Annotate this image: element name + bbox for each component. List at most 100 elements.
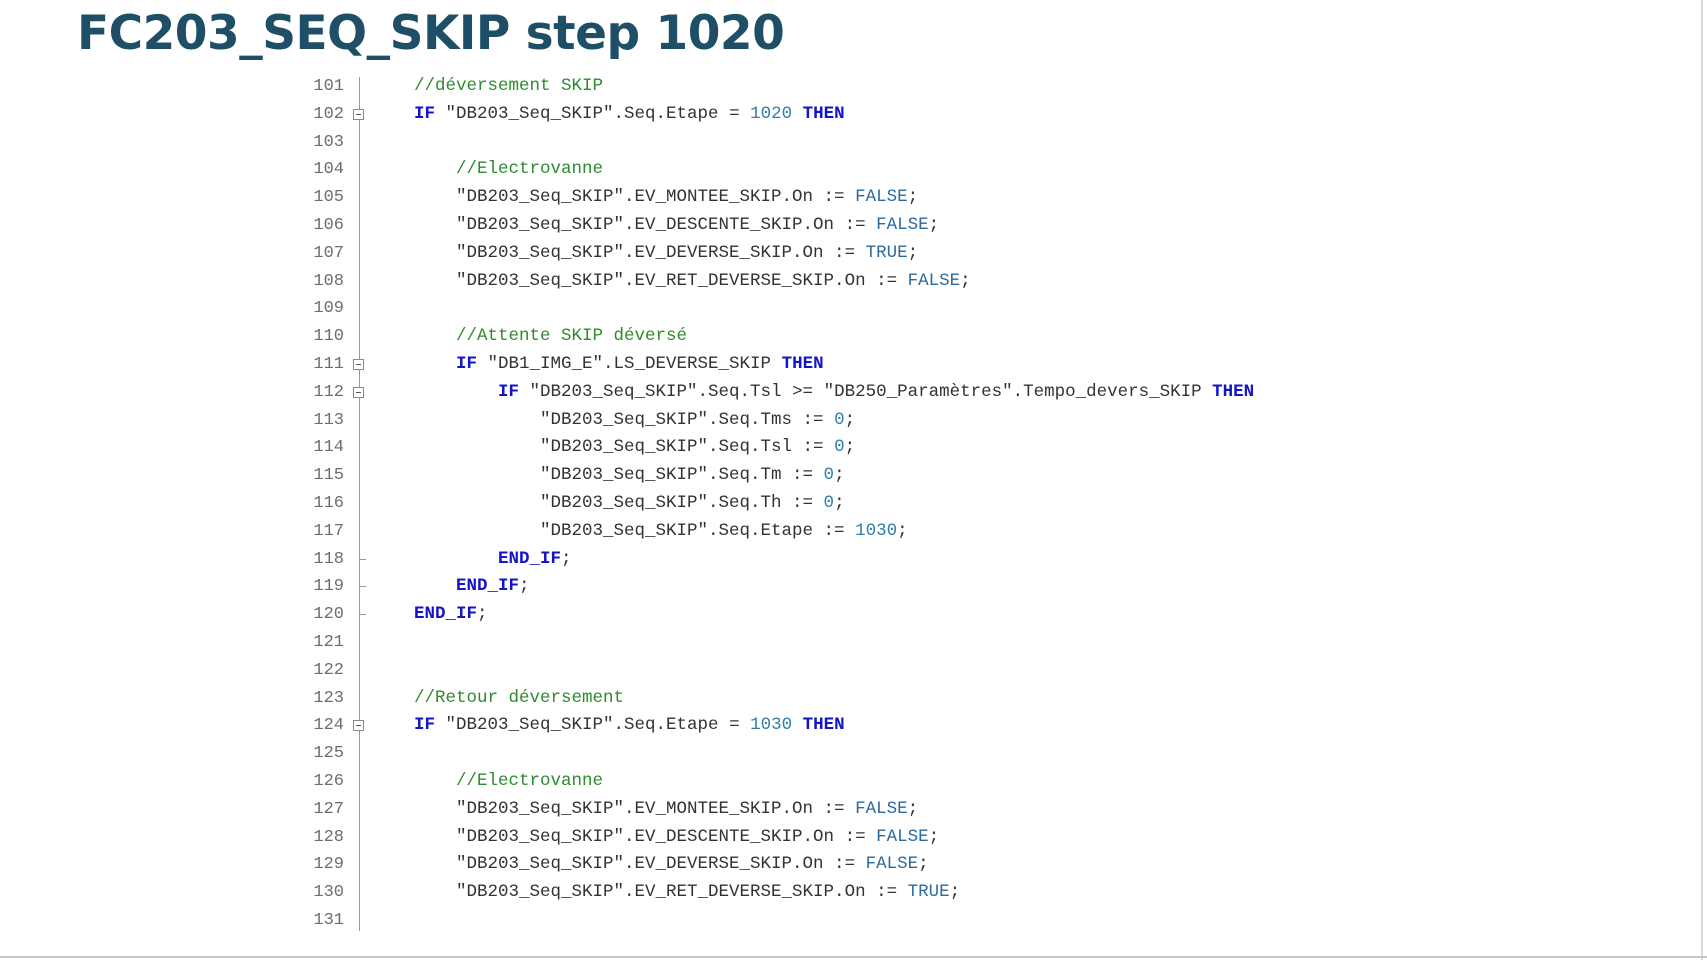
code-line[interactable]: 128"DB203_Seq_SKIP".EV_DESCENTE_SKIP.On … (270, 824, 1690, 852)
operator-token: ; (834, 493, 845, 513)
boolean-token: FALSE (865, 854, 919, 875)
line-number: 106 (313, 216, 344, 235)
number-token: 1030 (750, 715, 793, 736)
line-number: 116 (313, 494, 344, 513)
line-number: 114 (313, 438, 344, 458)
line-number: 123 (313, 688, 344, 708)
line-number: 128 (313, 827, 344, 847)
code-content: END_IF; (498, 546, 572, 574)
code-line[interactable]: 115"DB203_Seq_SKIP".Seq.Tm := 0; (270, 462, 1690, 490)
fold-end-marker (359, 558, 366, 560)
operator-token: ; (928, 826, 940, 847)
line-number: 110 (313, 327, 344, 347)
line-number: 127 (313, 799, 344, 819)
line-number: 104 (313, 160, 344, 180)
operator-token: ; (897, 520, 908, 541)
code-content: "DB203_Seq_SKIP".EV_DEVERSE_SKIP.On := F… (456, 851, 929, 879)
collapse-block-icon[interactable] (353, 359, 364, 370)
code-content: //déversement SKIP (414, 73, 603, 101)
code-content: IF "DB203_Seq_SKIP".Seq.Etape = 1030 THE… (414, 712, 845, 740)
code-text-token: "DB203_Seq_SKIP".EV_DESCENTE_SKIP.On := (456, 215, 877, 235)
code-content: "DB203_Seq_SKIP".EV_DESCENTE_SKIP.On := … (456, 212, 939, 240)
code-content: "DB203_Seq_SKIP".Seq.Tsl := 0; (540, 434, 855, 462)
code-line[interactable]: 101//déversement SKIP (270, 73, 1690, 101)
number-token: 1020 (750, 103, 793, 124)
code-line[interactable]: 113"DB203_Seq_SKIP".Seq.Tms := 0; (270, 407, 1690, 435)
code-line[interactable]: 108"DB203_Seq_SKIP".EV_RET_DEVERSE_SKIP.… (270, 268, 1690, 296)
code-line[interactable]: 103 (270, 129, 1690, 157)
code-text-token: "DB203_Seq_SKIP".Seq.Etape := (540, 520, 856, 541)
code-line[interactable]: 120 END_IF; (270, 601, 1690, 629)
code-content: //Attente SKIP déversé (456, 323, 687, 351)
code-line[interactable]: 119 END_IF; (270, 573, 1690, 601)
slide-bottom-edge (0, 956, 1707, 958)
slide-title: FC203_SEQ_SKIP step 1020 (77, 6, 785, 61)
keyword-token: END_IF (456, 576, 520, 597)
code-line[interactable]: 117"DB203_Seq_SKIP".Seq.Etape := 1030; (270, 518, 1690, 546)
code-line[interactable]: 116 "DB203_Seq_SKIP".Seq.Th := 0; (270, 490, 1690, 518)
code-line[interactable]: 114 "DB203_Seq_SKIP".Seq.Tsl := 0; (270, 434, 1690, 462)
operator-token: ; (918, 854, 929, 875)
line-number: 131 (313, 911, 344, 930)
line-number: 103 (313, 132, 344, 152)
operator-token: ; (928, 215, 940, 235)
code-line[interactable]: 105 "DB203_Seq_SKIP".EV_MONTEE_SKIP.On :=… (270, 184, 1690, 212)
line-number: 109 (313, 299, 344, 319)
code-line[interactable]: 121 (270, 629, 1690, 657)
code-content: END_IF; (414, 601, 488, 629)
code-line[interactable]: 122 (270, 657, 1690, 685)
operator-token: ; (907, 798, 919, 819)
operator-token: ; (907, 242, 919, 263)
code-content: END_IF; (456, 573, 530, 601)
number-token: 0 (834, 437, 845, 458)
operator-token: ; (844, 409, 856, 430)
line-number: 118 (313, 549, 344, 569)
code-content: "DB203_Seq_SKIP".EV_RET_DEVERSE_SKIP.On … (456, 268, 971, 296)
code-line[interactable]: 129"DB203_Seq_SKIP".EV_DEVERSE_SKIP.On :… (270, 851, 1690, 879)
code-text-token: "DB203_Seq_SKIP".Seq.Tsl >= "DB250_Param… (519, 381, 1202, 402)
code-line[interactable]: 130"DB203_Seq_SKIP".EV_RET_DEVERSE_SKIP.… (270, 879, 1690, 907)
code-line[interactable]: 110 //Attente SKIP déversé (270, 323, 1690, 351)
line-number: 107 (313, 243, 344, 263)
code-line[interactable]: 106 "DB203_Seq_SKIP".EV_DESCENTE_SKIP.On … (270, 212, 1690, 240)
line-number: 119 (313, 577, 344, 597)
collapse-block-icon[interactable] (353, 108, 364, 120)
code-text-token: "DB203_Seq_SKIP".EV_RET_DEVERSE_SKIP.On … (456, 270, 908, 291)
code-content: "DB203_Seq_SKIP".Seq.Th := 0; (540, 490, 845, 518)
fold-end-marker (359, 614, 366, 616)
comment-token: //Attente SKIP déversé (456, 326, 688, 347)
code-line[interactable]: 118 END_IF; (270, 546, 1690, 574)
code-line[interactable]: 125 (270, 740, 1690, 768)
code-text-token: "DB203_Seq_SKIP".EV_DEVERSE_SKIP.On := (456, 242, 866, 263)
code-content: //Electrovanne (456, 156, 603, 184)
code-text-token: "DB203_Seq_SKIP".Seq.Etape = (435, 715, 751, 736)
code-line[interactable]: 123//Retour déversement (270, 685, 1690, 713)
code-line[interactable]: 127"DB203_Seq_SKIP".EV_MONTEE_SKIP.On :=… (270, 796, 1690, 824)
code-line[interactable]: 107 "DB203_Seq_SKIP".EV_DEVERSE_SKIP.On :… (270, 240, 1690, 268)
code-line[interactable]: 104 //Electrovanne (270, 156, 1690, 184)
code-line[interactable]: 131 (270, 907, 1690, 935)
line-number: 126 (313, 772, 344, 791)
code-content: "DB203_Seq_SKIP".Seq.Tms := 0; (540, 407, 855, 435)
fold-end-marker (359, 586, 366, 588)
boolean-token: FALSE (876, 215, 929, 235)
code-line[interactable]: 109 (270, 295, 1690, 323)
line-number: 112 (313, 382, 344, 402)
code-content: IF "DB203_Seq_SKIP".Seq.Etape = 1020 THE… (414, 101, 845, 129)
code-text-token: "DB203_Seq_SKIP".Seq.Tms := (540, 409, 835, 430)
collapse-block-icon[interactable] (353, 720, 364, 732)
code-text-token: "DB203_Seq_SKIP".EV_MONTEE_SKIP.On := (456, 187, 856, 208)
code-text-token: "DB203_Seq_SKIP".Seq.Etape = (435, 103, 751, 124)
fold-gutter-rail (359, 77, 360, 931)
line-number: 115 (313, 466, 344, 486)
collapse-block-icon[interactable] (353, 386, 364, 398)
line-number: 120 (313, 605, 344, 625)
line-number: 105 (313, 188, 344, 208)
code-text-token: "DB203_Seq_SKIP".EV_RET_DEVERSE_SKIP.On … (456, 882, 908, 903)
code-line[interactable]: 126//Electrovanne (270, 768, 1690, 796)
